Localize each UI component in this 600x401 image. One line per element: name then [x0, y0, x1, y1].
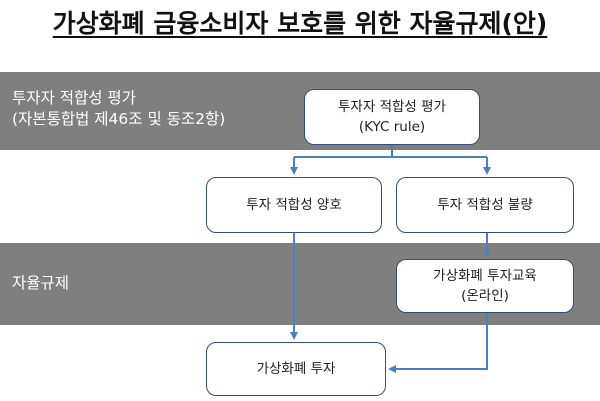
node-kyc-line2: (KYC rule): [358, 119, 426, 135]
diagram-title: 가상화폐 금융소비자 보호를 위한 자율규제(안): [52, 9, 548, 38]
node-education-line1: 가상화폐 투자교육: [433, 268, 537, 284]
node-kyc-line1: 투자자 적합성 평가: [338, 99, 446, 115]
node-suitable: 투자 적합성 양호: [206, 177, 382, 233]
band-label-line2: (자본통합법 제46조 및 동조2항): [12, 110, 226, 128]
band-suitability-assessment: [0, 72, 600, 150]
node-unsuitable: 투자 적합성 불량: [396, 177, 574, 233]
band-label-line1: 투자자 적합성 평가: [12, 89, 136, 107]
band-suitability-assessment-label: 투자자 적합성 평가 (자본통합법 제46조 및 동조2항): [12, 88, 225, 130]
node-education-line2: (온라인): [461, 288, 509, 304]
node-unsuitable-label: 투자 적합성 불량: [437, 197, 533, 213]
node-crypto-investment: 가상화폐 투자: [206, 342, 386, 396]
node-suitable-label: 투자 적합성 양호: [246, 197, 342, 213]
node-kyc-assessment: 투자자 적합성 평가 (KYC rule): [304, 89, 480, 145]
arrow-education-to-invest: [388, 313, 488, 373]
band-self-regulation-label: 자율규제: [12, 274, 70, 292]
node-investor-education: 가상화폐 투자교육 (온라인): [396, 259, 574, 313]
node-invest-label: 가상화폐 투자: [256, 361, 336, 377]
